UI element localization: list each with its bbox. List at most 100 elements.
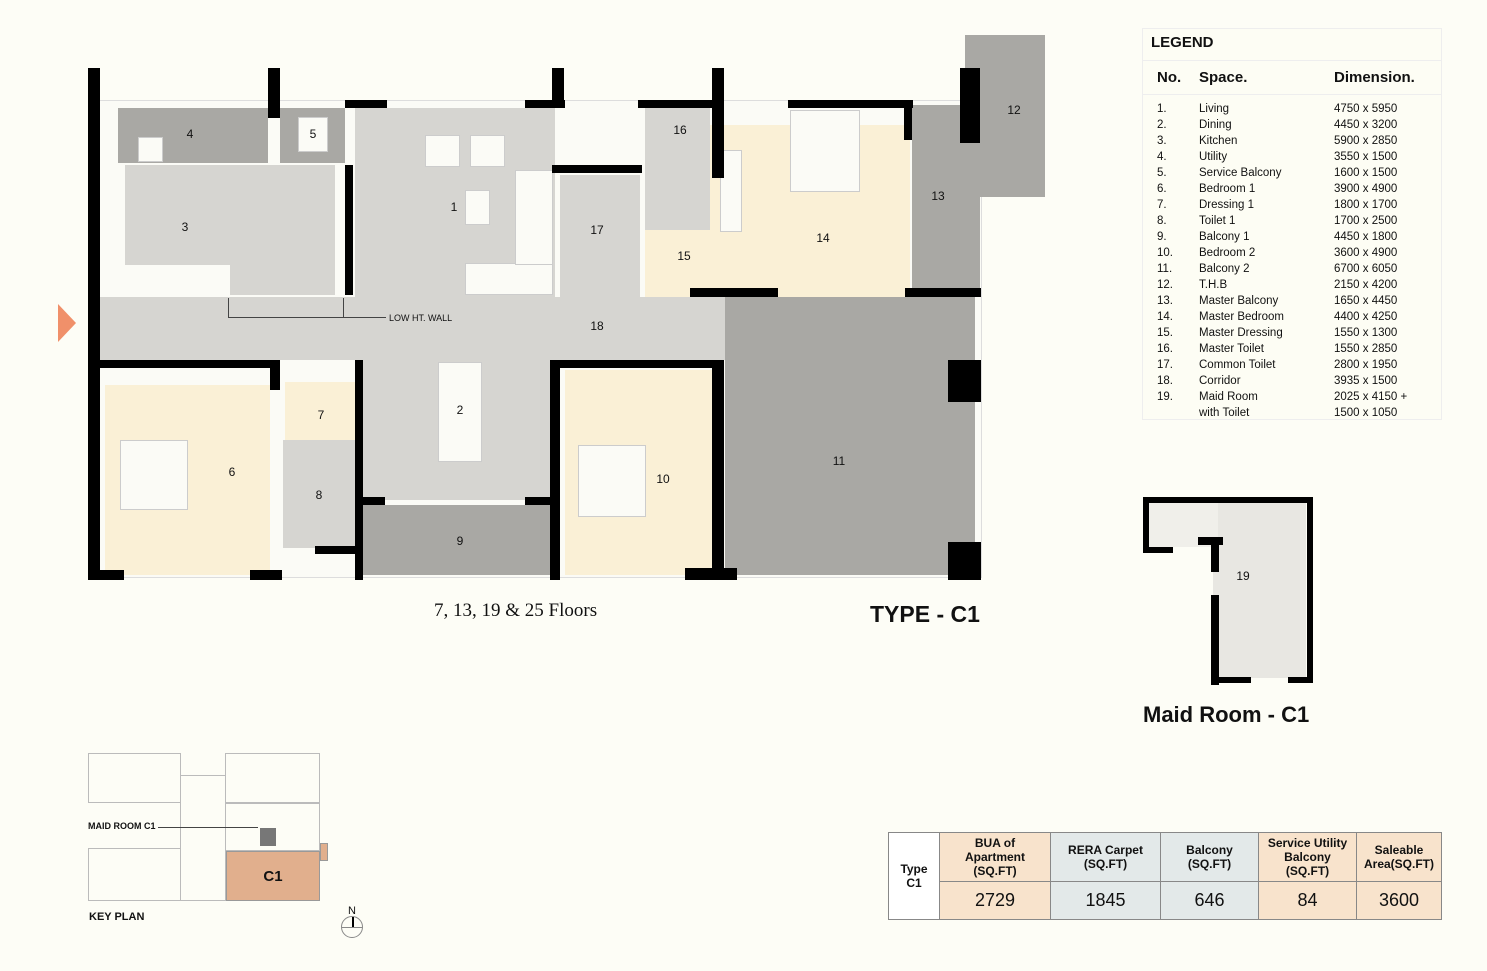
- room-label: 6: [228, 465, 236, 479]
- legend-dimension: 1700 x 2500: [1334, 215, 1398, 227]
- legend-no: 13.: [1157, 295, 1173, 307]
- legend-dimension: 3600 x 4900: [1334, 247, 1398, 259]
- legend-no: 6.: [1157, 183, 1167, 195]
- legend-space: T.H.B: [1199, 279, 1228, 291]
- type-label: Type C1: [889, 833, 939, 919]
- maid-room-title: Maid Room - C1: [1143, 702, 1310, 727]
- floor-plan: 4 5 3 1 17 16 15 14 13 12 18 LOW HT. WAL…: [0, 0, 1060, 640]
- legend-dimension: 2025 x 4150 +: [1334, 391, 1408, 403]
- room-label: 15: [677, 249, 691, 263]
- room-label: 2: [456, 403, 464, 417]
- room-label: 5: [309, 127, 317, 141]
- legend-no: 11.: [1157, 263, 1173, 275]
- legend-dimension: 6700 x 6050: [1334, 263, 1398, 275]
- room-label: 1: [450, 200, 458, 214]
- legend-space: Dining: [1199, 119, 1232, 131]
- legend-row: 13. Master Balcony 1650 x 4450: [1143, 293, 1441, 309]
- header-space: Space.: [1199, 69, 1248, 86]
- legend-space: Maid Room: [1199, 391, 1258, 403]
- balcony-value: 646: [1194, 890, 1225, 910]
- legend-space: Corridor: [1199, 375, 1241, 387]
- rera-carpet-value: 1845: [1085, 890, 1126, 910]
- legend-row: 5. Service Balcony 1600 x 1500: [1143, 165, 1441, 181]
- room-label: 10: [656, 472, 670, 486]
- legend-dimension: 1550 x 1300: [1334, 327, 1398, 339]
- north-compass-icon: [341, 916, 363, 938]
- legend-dimension: 1650 x 4450: [1334, 295, 1398, 307]
- legend-row: 16. Master Toilet 1550 x 2850: [1143, 341, 1441, 357]
- column-header: RERA Carpet (SQ.FT): [1051, 833, 1160, 882]
- column-header: Balcony (SQ.FT): [1161, 833, 1258, 882]
- bua-value: 2729: [974, 890, 1016, 910]
- legend-row: 18. Corridor 3935 x 1500: [1143, 373, 1441, 389]
- legend-dimension: 3935 x 1500: [1334, 375, 1398, 387]
- room-label: 12: [1007, 103, 1021, 117]
- room-label: 14: [816, 231, 830, 245]
- room-label: 17: [590, 223, 604, 237]
- room-dressing-1: [285, 382, 358, 440]
- legend-space: Kitchen: [1199, 135, 1238, 147]
- column-header: Saleable Area(SQ.FT): [1357, 833, 1441, 882]
- legend-dimension: 3550 x 1500: [1334, 151, 1398, 163]
- type-title: TYPE - C1: [870, 601, 980, 627]
- legend-header: No. Space. Dimension.: [1143, 61, 1441, 95]
- room-label: 13: [931, 189, 945, 203]
- room-label: 18: [590, 319, 604, 333]
- room-corridor: [92, 297, 725, 360]
- room-label: 7: [317, 408, 325, 422]
- legend-space: Master Toilet: [1199, 343, 1264, 355]
- legend-dimension: 1550 x 2850: [1334, 343, 1398, 355]
- legend-no: 2.: [1157, 119, 1167, 131]
- service-utility-value: 84: [1297, 890, 1318, 910]
- legend-no: 18.: [1157, 375, 1173, 387]
- legend-no: 4.: [1157, 151, 1167, 163]
- legend-space: Service Balcony: [1199, 167, 1282, 179]
- legend-no: 15.: [1157, 327, 1173, 339]
- legend-no: 3.: [1157, 135, 1167, 147]
- legend-space: Master Balcony: [1199, 295, 1279, 307]
- legend-dimension: 1800 x 1700: [1334, 199, 1398, 211]
- header-dimension: Dimension.: [1334, 69, 1415, 86]
- room-balcony-1: [362, 505, 550, 575]
- legend-no: 17.: [1157, 359, 1173, 371]
- floors-caption: 7, 13, 19 & 25 Floors: [434, 600, 598, 621]
- legend-dimension: 4450 x 1800: [1334, 231, 1398, 243]
- maid-room-callout: MAID ROOM C1: [88, 821, 156, 831]
- legend-no: 7.: [1157, 199, 1167, 211]
- column-header: BUA of Apartment (SQ.FT): [940, 833, 1050, 882]
- room-label: 4: [186, 127, 194, 141]
- legend-space: Utility: [1199, 151, 1228, 163]
- unit-label: C1: [263, 867, 283, 885]
- legend-space: Balcony 1: [1199, 231, 1250, 243]
- legend-no: 12.: [1157, 279, 1173, 291]
- legend-dimension: 1600 x 1500: [1334, 167, 1398, 179]
- legend-no: 14.: [1157, 311, 1173, 323]
- header-no: No.: [1157, 69, 1182, 86]
- legend-title: LEGEND: [1143, 29, 1441, 61]
- legend-space: Common Toilet: [1199, 359, 1276, 371]
- legend-space: Dressing 1: [1199, 199, 1254, 211]
- legend-no: 5.: [1157, 167, 1167, 179]
- legend-row: 2. Dining 4450 x 3200: [1143, 117, 1441, 133]
- legend-space: Toilet 1: [1199, 215, 1236, 227]
- legend-no: 1.: [1157, 103, 1167, 115]
- legend-dimension: 4450 x 3200: [1334, 119, 1398, 131]
- maid-room-plan: 19: [1143, 497, 1313, 685]
- column-header: Service Utility Balcony (SQ.FT): [1259, 833, 1356, 882]
- legend-space: Living: [1199, 103, 1230, 115]
- room-label: 3: [181, 220, 189, 234]
- legend-space: Bedroom 2: [1199, 247, 1256, 259]
- key-plan: C1 MAID ROOM C1 KEY PLAN N: [80, 740, 380, 940]
- legend-no: 16.: [1157, 343, 1173, 355]
- room-label: 11: [832, 454, 846, 468]
